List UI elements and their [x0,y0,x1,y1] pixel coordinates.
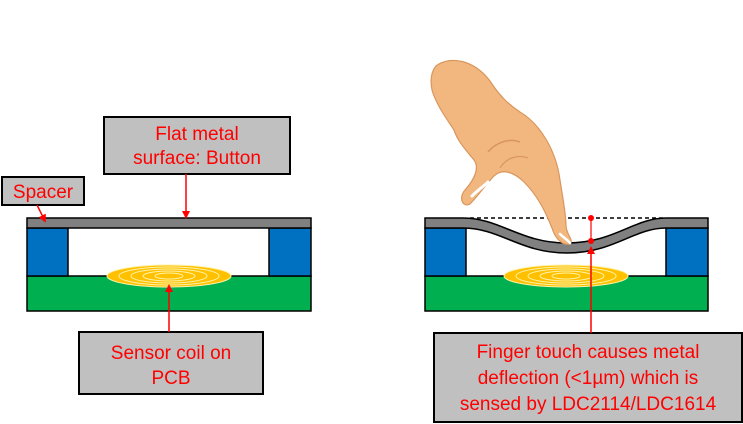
left-sensor-coil [106,264,232,288]
right-sensor-coil [503,264,629,288]
spacer-label: Spacer [1,176,85,206]
flat-metal-label-line2: surface: Button [133,148,261,169]
spacer-label-text: Spacer [13,182,74,203]
left-spacer-left [26,227,69,277]
left-assembly [26,217,312,312]
sensor-coil-label-line2: PCB [151,368,190,389]
deflection-marker [588,215,594,244]
finger-touch-label-line3: sensed by LDC2114/LDC1614 [460,394,717,415]
right-spacer-right [665,227,709,277]
hand-pointing-icon [430,59,572,245]
left-spacer-right [268,227,312,277]
sensor-coil-label-line1: Sensor coil on [111,343,231,364]
finger-touch-label-line2: deflection (<1µm) which is [478,368,699,389]
right-spacer-left [424,227,467,277]
finger-touch-label-line1: Finger touch causes metal [477,342,700,363]
right-metal-plate-deflected [424,217,709,254]
flat-metal-label: Flat metal surface: Button [103,116,291,175]
left-metal-plate [26,217,312,229]
sensor-coil-label: Sensor coil on PCB [78,331,264,395]
finger-touch-label: Finger touch causes metal deflection (<1… [433,332,743,423]
right-assembly [424,217,709,312]
spacer-arrow [36,204,46,223]
flat-metal-label-line1: Flat metal [155,124,238,145]
